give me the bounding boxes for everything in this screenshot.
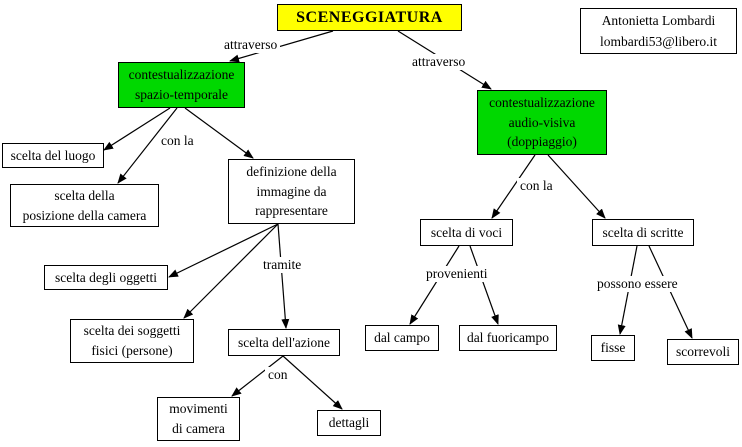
node-label: scelta di scritte	[602, 224, 684, 240]
node-definizione-immagine[interactable]: definizione della immagine da rappresent…	[228, 159, 355, 224]
link-label-provenienti[interactable]: provenienti	[423, 266, 491, 282]
node-scelta-soggetti-fisici[interactable]: scelta dei soggetti fisici (persone)	[70, 319, 194, 363]
node-label: contestualizzazione spazio-temporale	[128, 67, 235, 102]
node-fisse[interactable]: fisse	[591, 335, 635, 361]
node-label: scelta degli oggetti	[55, 269, 157, 285]
node-contestualizzazione-spazio-temporale[interactable]: contestualizzazione spazio-temporale	[118, 62, 245, 108]
arrow-azione-to-movimenti	[231, 355, 284, 397]
node-scelta-del-luogo[interactable]: scelta del luogo	[2, 143, 104, 168]
arrow-definizione-to-soggetti	[183, 223, 279, 319]
link-label-attraverso-right[interactable]: attraverso	[409, 54, 469, 70]
node-dal-campo[interactable]: dal campo	[365, 325, 439, 351]
link-label-con-la-right[interactable]: con la	[517, 178, 556, 194]
node-scelta-di-voci[interactable]: scelta di voci	[420, 219, 513, 246]
link-label-possono-essere[interactable]: possono essere	[594, 276, 681, 292]
title-label: SCENEGGIATURA	[296, 8, 443, 26]
arrow-spazio-to-definizione	[184, 107, 254, 159]
node-dal-fuoricampo[interactable]: dal fuoricampo	[459, 325, 557, 351]
arrow-voci-to-fuoricampo	[469, 245, 499, 325]
node-label: scelta dell'azione	[237, 334, 330, 350]
arrow-spazio-to-luogo	[103, 107, 171, 151]
node-label: dal fuoricampo	[466, 330, 550, 346]
arrow-voci-to-dalcampo	[409, 245, 460, 325]
node-label: dal campo	[374, 330, 430, 346]
node-label: contestualizzazione audio-visiva (doppia…	[489, 95, 595, 150]
node-label: scelta dei soggetti fisici (persone)	[83, 323, 181, 358]
node-label: dettagli	[328, 415, 370, 431]
author-name: Antonietta Lombardi	[601, 13, 716, 28]
node-label: scelta del luogo	[10, 147, 96, 163]
node-scorrevoli[interactable]: scorrevoli	[667, 339, 739, 365]
arrow-definizione-to-azione	[277, 223, 290, 329]
node-label: movimenti di camera	[169, 401, 228, 436]
title-node-sceneggiatura[interactable]: SCENEGGIATURA	[277, 4, 462, 31]
node-movimenti-di-camera[interactable]: movimenti di camera	[157, 397, 240, 441]
link-label-tramite[interactable]: tramite	[260, 257, 305, 273]
author-box: Antonietta Lombardi lombardi53@libero.it	[580, 8, 737, 54]
arrow-spazio-to-posizione	[117, 107, 178, 184]
node-scelta-degli-oggetti[interactable]: scelta degli oggetti	[44, 265, 168, 290]
link-label-con[interactable]: con	[265, 367, 291, 383]
node-contestualizzazione-audio-visiva[interactable]: contestualizzazione audio-visiva (doppia…	[477, 90, 607, 155]
arrow-scritte-to-scorrevoli	[648, 245, 693, 339]
arrow-definizione-to-oggetti	[168, 223, 279, 278]
node-label: scelta di voci	[430, 224, 503, 240]
author-email: lombardi53@libero.it	[599, 33, 718, 49]
node-label: definizione della immagine da rappresent…	[246, 164, 337, 219]
arrow-audio-to-scritte	[547, 154, 606, 219]
node-scelta-posizione-camera[interactable]: scelta della posizione della camera	[10, 184, 159, 227]
node-label: scelta della posizione della camera	[22, 187, 147, 223]
node-scelta-dell-azione[interactable]: scelta dell'azione	[228, 329, 340, 356]
arrow-audio-to-voci	[491, 154, 536, 219]
link-label-con-la-left[interactable]: con la	[158, 133, 197, 149]
node-label: scorrevoli	[676, 344, 730, 360]
node-dettagli[interactable]: dettagli	[317, 410, 381, 436]
node-label: fisse	[600, 340, 626, 356]
arrow-azione-to-dettagli	[282, 355, 343, 410]
link-label-attraverso-left[interactable]: attraverso	[221, 37, 281, 53]
arrow-title-to-spazio	[229, 30, 334, 63]
node-scelta-di-scritte[interactable]: scelta di scritte	[592, 219, 694, 246]
